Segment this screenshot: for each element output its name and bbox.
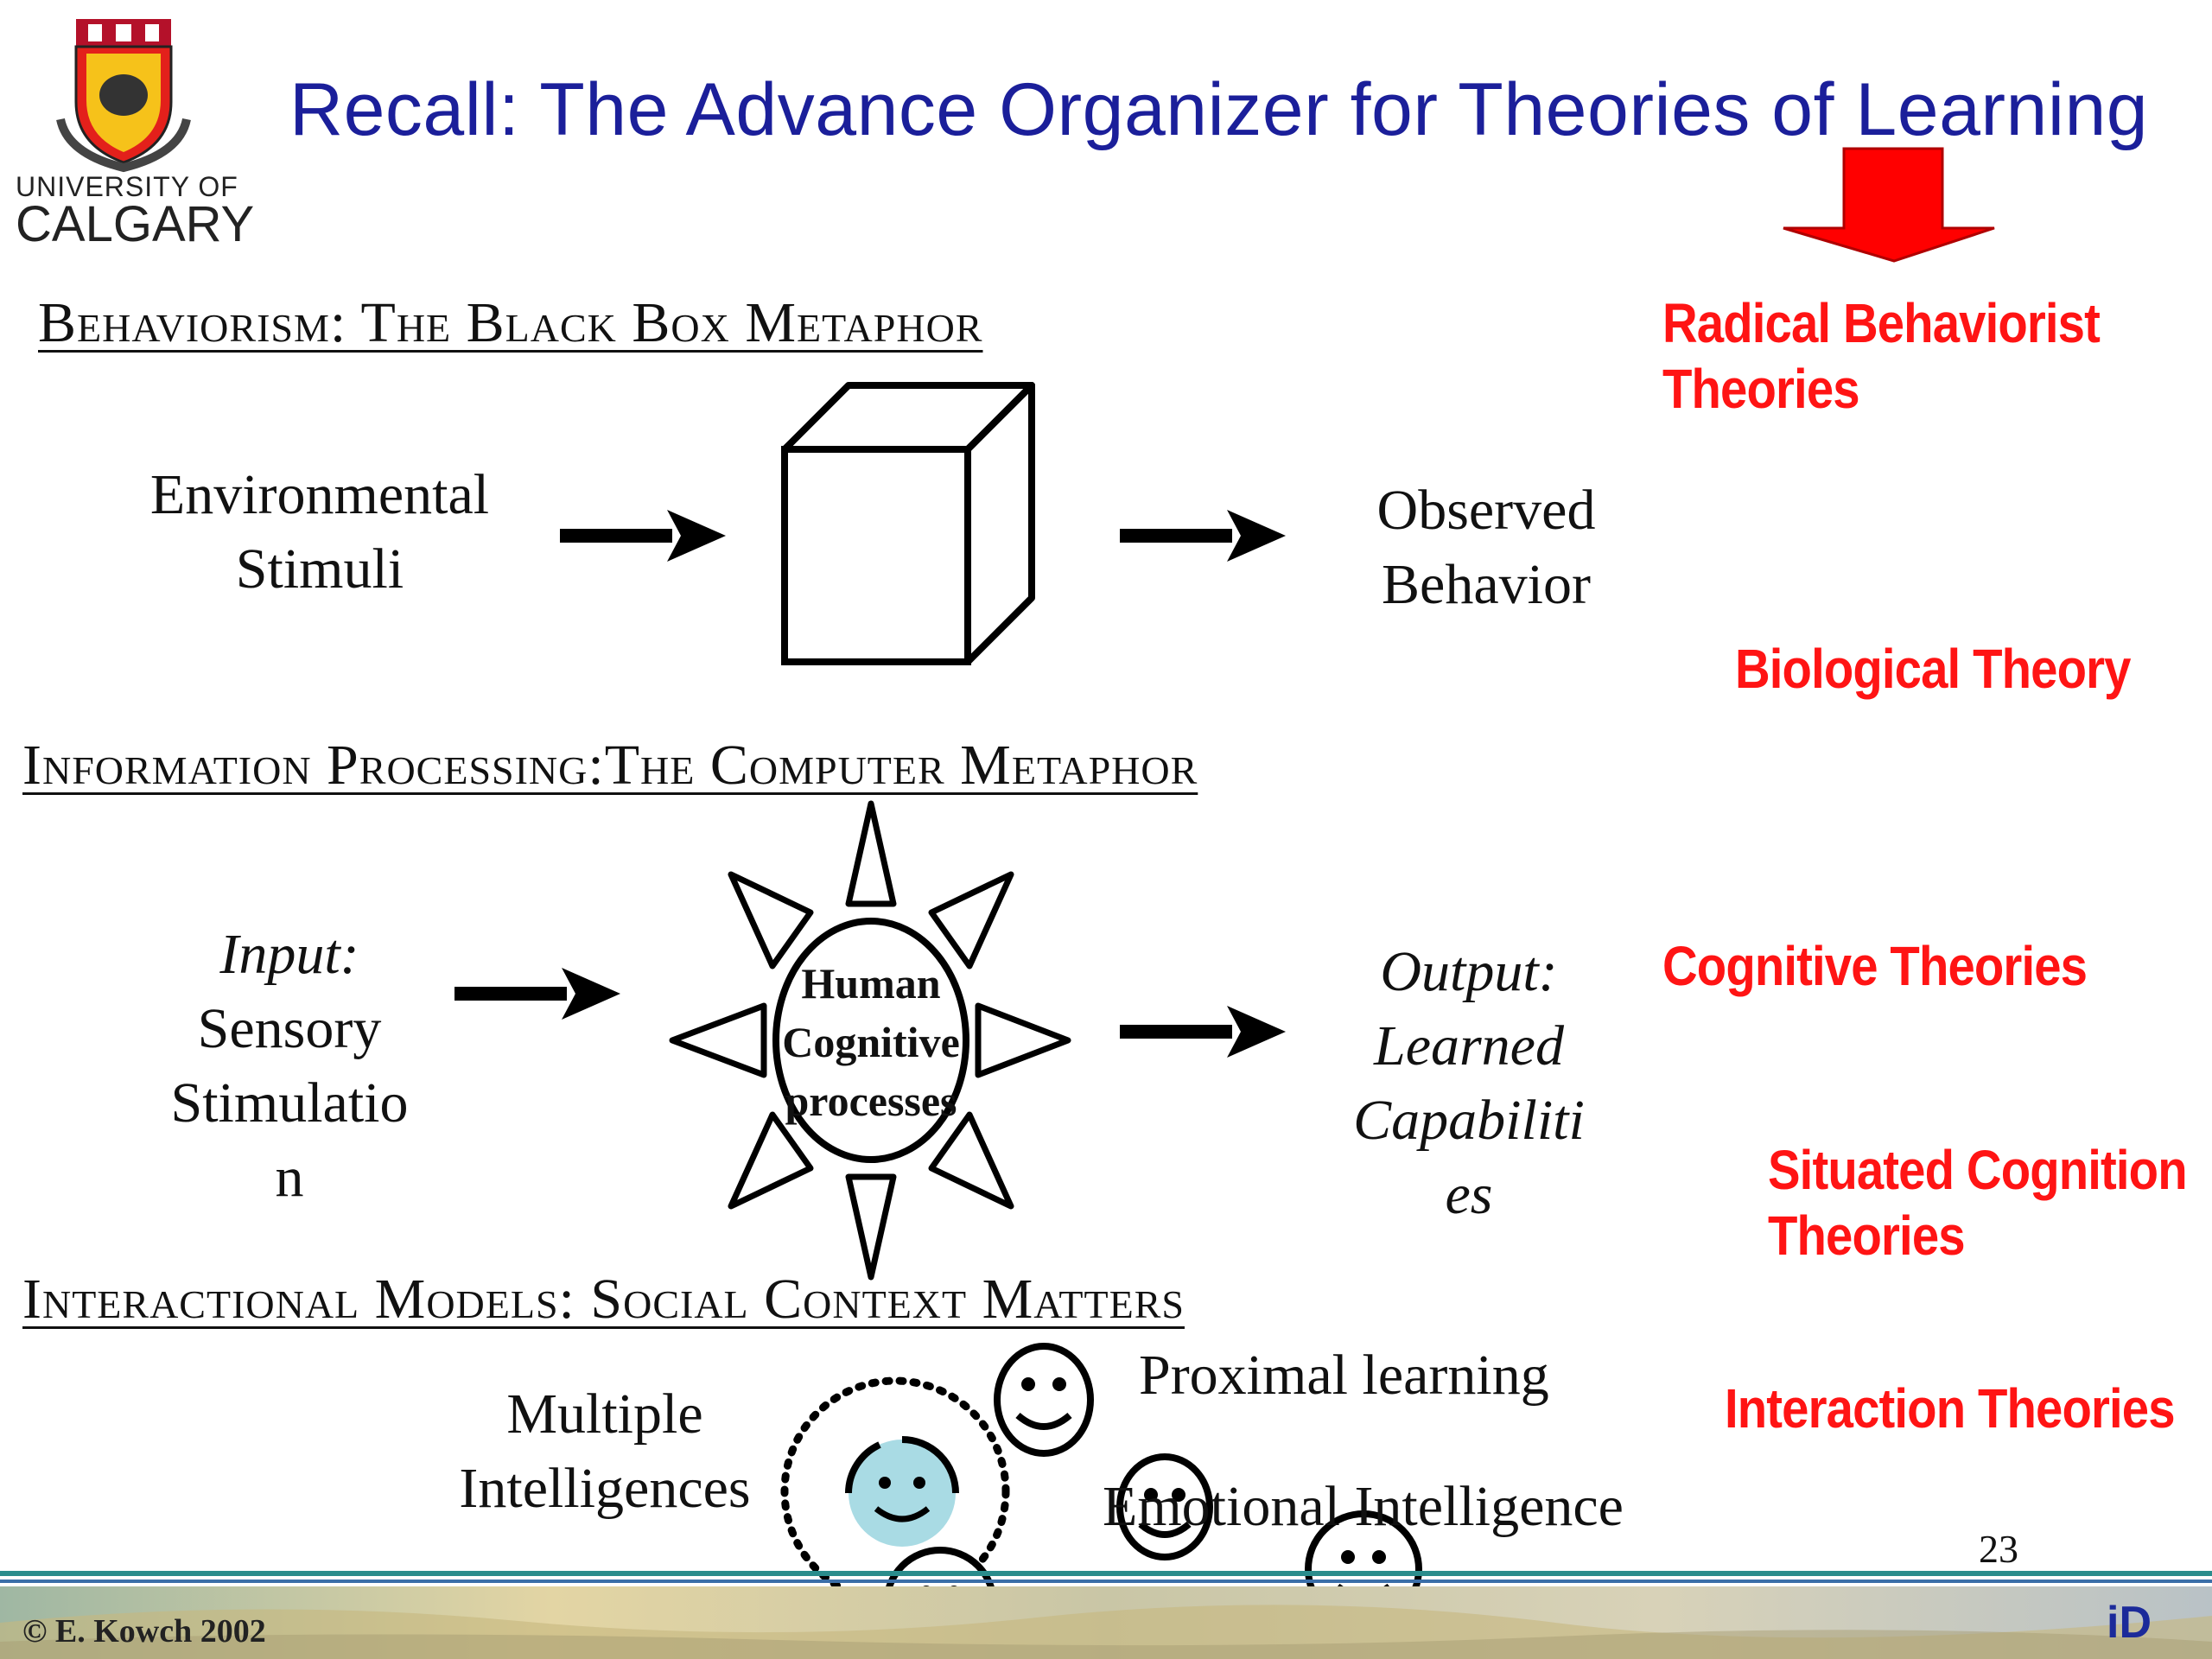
info-output-line1: Output:	[1380, 940, 1558, 1003]
theory-cognitive: Cognitive Theories	[1662, 935, 2088, 997]
footer-banner	[0, 1571, 2212, 1659]
arrow-right-icon	[1120, 510, 1286, 562]
smiley-face-icon	[1116, 1453, 1213, 1560]
behaviorism-heading: Behaviorism: The Black Box Metaphor	[38, 291, 983, 354]
multiple-intelligences-text: Multiple Intelligences	[432, 1377, 778, 1526]
cognitive-center-line3: processes	[785, 1077, 957, 1125]
info-processing-heading: Information Processing:The Computer Meta…	[22, 734, 1198, 797]
arrow-right-icon	[454, 968, 620, 1020]
proximal-learning-text: Proximal learning	[1139, 1344, 1549, 1407]
theory-situated-cognition: Situated Cognition Theories	[1768, 1137, 2188, 1268]
dotted-circle	[780, 1376, 1010, 1606]
emotional-intelligence-text: Emotional Intelligence	[1103, 1475, 1624, 1538]
multiple-line1: Multiple	[506, 1382, 703, 1446]
footer-id-logo: iD	[2107, 1598, 2152, 1648]
info-input-line2: Sensory	[197, 997, 382, 1060]
behaviorism-output-text: Observed Behavior	[1313, 474, 1659, 622]
theory-situated-line2: Theories	[1768, 1205, 1966, 1267]
arrow-right-icon	[560, 510, 726, 562]
behaviorism-input-text: Environmental Stimuli	[112, 458, 527, 607]
footer-copyright: © E. Kowch 2002	[22, 1613, 266, 1649]
behaviorism-input-line1: Environmental	[149, 463, 490, 526]
multiple-line2: Intelligences	[459, 1457, 751, 1520]
info-input-line4: n	[275, 1146, 304, 1209]
sun-cognitive-icon	[669, 800, 1071, 1281]
interactional-heading: Interactional Models: Social Context Mat…	[22, 1268, 1185, 1331]
behaviorism-input-line2: Stimuli	[235, 537, 404, 601]
black-box-cube-icon	[781, 382, 1035, 665]
info-input-line1: Input:	[219, 923, 359, 986]
theory-interaction: Interaction Theories	[1725, 1377, 2176, 1440]
slide-title: Recall: The Advance Organizer for Theori…	[289, 68, 2149, 151]
theory-radical-behaviorist: Radical Behaviorist Theories	[1662, 290, 2101, 422]
logo-university-of: UNIVERSITY OF	[16, 171, 238, 202]
theory-biological: Biological Theory	[1735, 638, 2131, 700]
university-crest-icon	[56, 19, 191, 173]
arrow-right-icon	[1120, 1006, 1286, 1058]
info-input-line3: Stimulatio	[170, 1071, 409, 1135]
behaviorism-output-line2: Behavior	[1382, 553, 1591, 616]
theory-radical-line2: Theories	[1662, 358, 1860, 420]
theory-situated-line1: Situated Cognition	[1768, 1139, 2188, 1201]
info-output-text: Output: Learned Capabiliti es	[1313, 935, 1624, 1232]
cognitive-center-line2: Cognitive	[782, 1018, 960, 1066]
theory-radical-line1: Radical Behaviorist	[1662, 292, 2101, 354]
behaviorism-output-line1: Observed	[1376, 479, 1596, 542]
red-down-arrow-icon	[1783, 147, 1995, 263]
info-output-line4: es	[1445, 1163, 1493, 1226]
smiley-face-icon	[845, 1436, 959, 1547]
page-number: 23	[1979, 1527, 2018, 1571]
cognitive-center-line1: Human	[801, 959, 941, 1007]
cognitive-center-text: Human Cognitive processes	[743, 954, 999, 1130]
info-input-text: Input: Sensory Stimulatio n	[130, 918, 449, 1215]
logo-calgary: CALGARY	[16, 196, 255, 252]
info-output-line3: Capabiliti	[1353, 1089, 1585, 1152]
info-output-line2: Learned	[1374, 1014, 1564, 1077]
smiley-face-icon	[994, 1343, 1094, 1457]
